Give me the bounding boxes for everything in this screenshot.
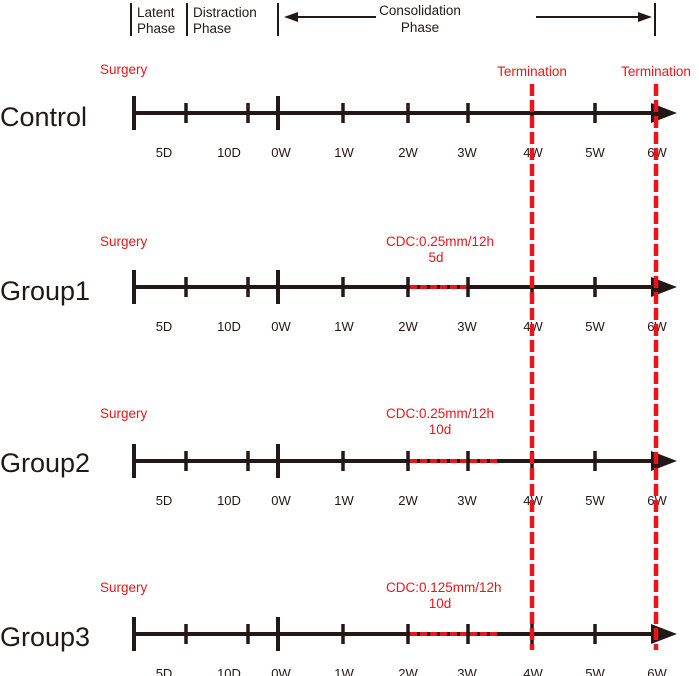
surgery-label: Surgery (100, 580, 148, 595)
phase-divider-mid (186, 3, 188, 36)
termination-label-6w: Termination (621, 64, 691, 79)
consolidation-arrow-right-head (638, 12, 652, 22)
tick-label-2W: 2W (398, 666, 418, 676)
tick-label-5W: 5W (585, 666, 605, 676)
distraction-phase-line1: Distraction (193, 5, 257, 20)
phase-divider-end (654, 3, 656, 36)
tick-label-1W: 1W (334, 493, 354, 508)
tick-label-10D: 10D (217, 493, 241, 508)
tick-label-1W: 1W (334, 319, 354, 334)
tick-label-5D: 5D (156, 666, 173, 676)
tick-label-10D: 10D (217, 666, 241, 676)
row-name: Group1 (0, 276, 90, 306)
surgery-label: Surgery (100, 62, 148, 77)
row-name: Group2 (0, 448, 90, 478)
row-name: Group3 (0, 622, 90, 652)
tick-label-3W: 3W (457, 666, 477, 676)
tick-label-5W: 5W (585, 493, 605, 508)
tick-label-1W: 1W (334, 666, 354, 676)
timelines: 5D10D0W1W2W3W4W5W6W5D10D0W1W2W3W4W5W6W5D… (132, 96, 677, 676)
phase-divider-zero (277, 3, 279, 36)
consolidation-phase-line2: Phase (401, 20, 439, 35)
tick-label-4W: 4W (523, 666, 543, 676)
cdc-duration-label: 10d (429, 596, 452, 611)
row-control: Surgery Control (0, 62, 148, 132)
cdc-rate-label: CDC:0.25mm/12h (386, 406, 494, 421)
latent-phase-line1: Latent (137, 5, 175, 20)
cdc-rate-label: CDC:0.25mm/12h (386, 234, 494, 249)
cdc-duration-label: 10d (429, 422, 452, 437)
tick-label-3W: 3W (457, 493, 477, 508)
phase-header: Latent Phase Distraction Phase Consolida… (130, 3, 656, 36)
tick-label-10D: 10D (217, 319, 241, 334)
tick-label-2W: 2W (398, 319, 418, 334)
tick-label-2W: 2W (398, 145, 418, 160)
row-group3: Surgery Group3 CDC:0.125mm/12h 10d (0, 580, 502, 652)
tick-label-0W: 0W (271, 493, 291, 508)
cdc-rate-label: CDC:0.125mm/12h (386, 580, 502, 595)
tick-label-1W: 1W (334, 145, 354, 160)
row-name: Control (0, 102, 87, 132)
tick-label-0W: 0W (271, 666, 291, 676)
tick-label-2W: 2W (398, 493, 418, 508)
tick-label-3W: 3W (457, 319, 477, 334)
cdc-duration-label: 5d (428, 250, 443, 265)
surgery-label: Surgery (100, 406, 148, 421)
row-group1: Surgery Group1 CDC:0.25mm/12h 5d (0, 234, 494, 306)
tick-label-5D: 5D (156, 319, 173, 334)
surgery-label: Surgery (100, 234, 148, 249)
consolidation-arrow-left-head (284, 12, 298, 22)
latent-phase-line2: Phase (137, 21, 175, 36)
tick-label-5W: 5W (585, 319, 605, 334)
termination-label-4w: Termination (497, 64, 567, 79)
distraction-phase-line2: Phase (193, 21, 231, 36)
row-group2: Surgery Group2 CDC:0.25mm/12h 10d (0, 406, 494, 478)
tick-label-5D: 5D (156, 493, 173, 508)
phase-divider-left (130, 3, 132, 36)
consolidation-phase-line1: Consolidation (379, 3, 461, 18)
tick-label-5W: 5W (585, 145, 605, 160)
consolidation-arrow-right-shaft (536, 16, 642, 18)
tick-label-5D: 5D (156, 145, 173, 160)
tick-label-10D: 10D (217, 145, 241, 160)
tick-label-6W: 6W (647, 666, 667, 676)
tick-label-0W: 0W (271, 319, 291, 334)
tick-label-3W: 3W (457, 145, 477, 160)
tick-label-0W: 0W (271, 145, 291, 160)
termination-lines (529, 84, 659, 650)
timeline-group3: 5D 10D 0W 1W 2W 3W 4W 5W 6W (132, 617, 677, 676)
consolidation-arrow-left-shaft (296, 16, 376, 18)
